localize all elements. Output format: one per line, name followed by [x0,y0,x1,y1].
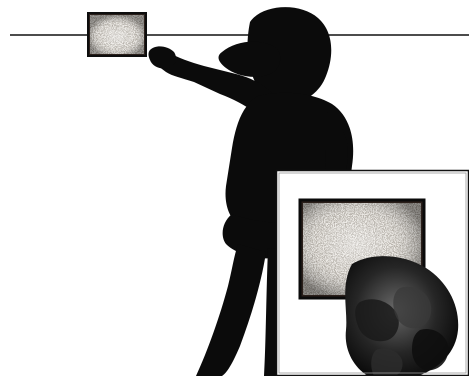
textured-box-small [88,13,146,56]
inset-panel [276,170,469,376]
